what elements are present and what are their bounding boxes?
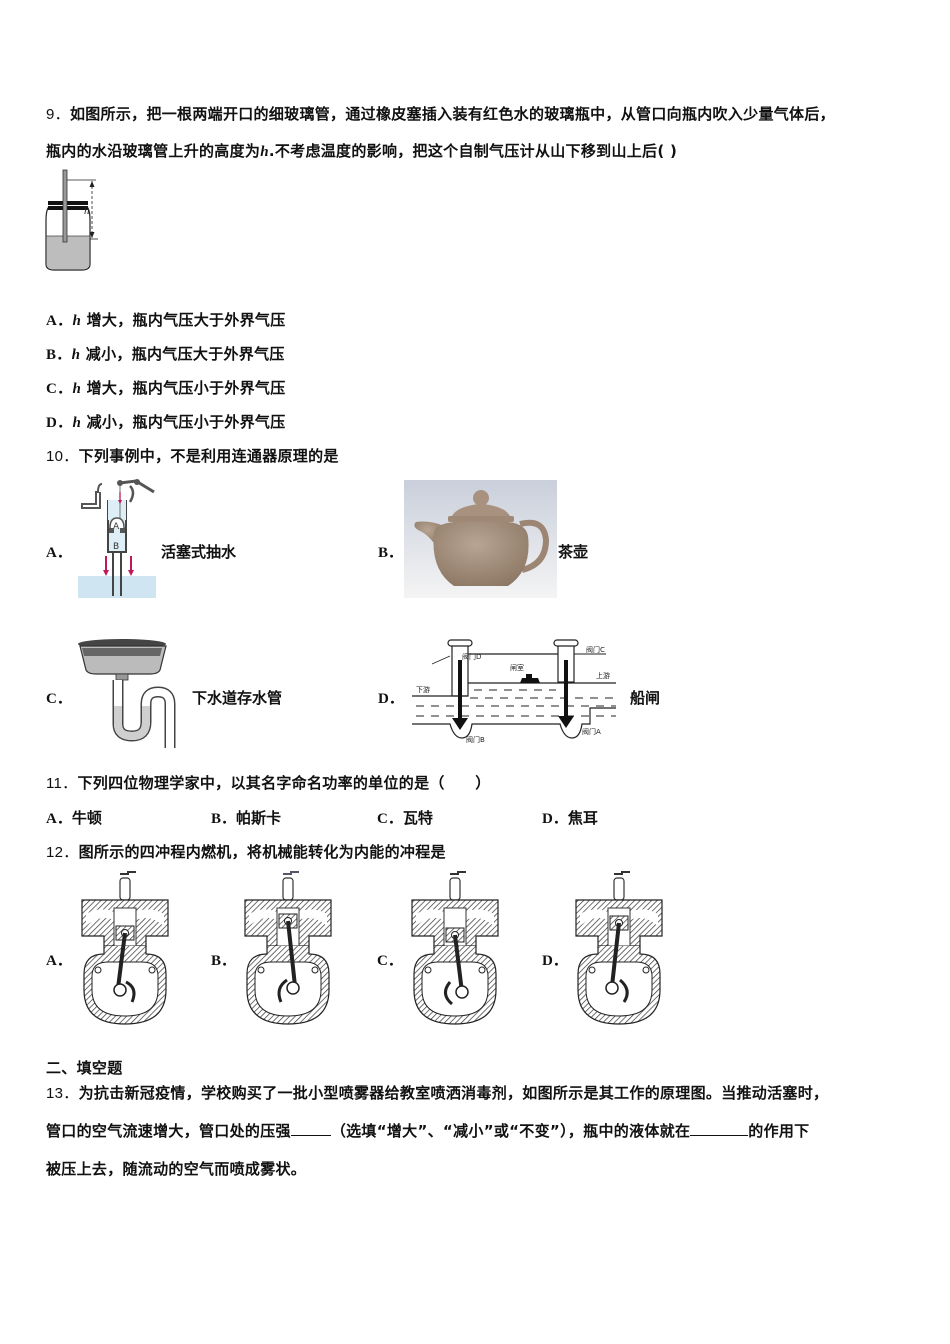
svg-text:B: B: [113, 542, 119, 552]
q10-piston-pump-figure: A B: [74, 478, 158, 600]
svg-text:A: A: [113, 522, 120, 532]
svg-text:下游: 下游: [416, 685, 430, 694]
q10-option-a-caption: 活塞式抽水: [161, 543, 237, 561]
q10-ship-lock-figure: 阀门D 闸室 上游 下游 阀门C 阀门B 阀门A: [410, 634, 620, 746]
q13-blank-2[interactable]: [690, 1121, 749, 1136]
svg-text:上游: 上游: [596, 671, 610, 680]
q9-number: 9．: [46, 106, 70, 123]
q9-option-d[interactable]: D．h 减小，瓶内气压小于外界气压: [46, 413, 286, 431]
q12-engine-a-figure: [80, 870, 172, 1028]
q9-barometer-figure: h: [42, 168, 112, 274]
q12-stem: 12．图所示的四冲程内燃机，将机械能转化为内能的冲程是: [46, 843, 446, 861]
q11-stem: 11．下列四位物理学家中，以其名字命名功率的单位的是（ ）: [46, 774, 491, 792]
q9-stem-line2: 瓶内的水沿玻璃管上升的高度为h.不考虑温度的影响，把这个自制气压计从山下移到山上…: [46, 142, 678, 160]
q13-stem-line2: 管口的空气流速增大，管口处的压强（选填“增大”、“减小”或“不变”），瓶中的液体…: [46, 1121, 810, 1140]
q10-stem: 10．下列事例中，不是利用连通器原理的是: [46, 447, 339, 465]
q10-option-b-letter[interactable]: B．: [378, 545, 404, 561]
q10-option-a-letter[interactable]: A．: [46, 545, 72, 561]
q10-option-d-letter[interactable]: D．: [378, 691, 404, 707]
svg-text:阀门B: 阀门B: [466, 735, 485, 744]
q13-blank-1[interactable]: [290, 1121, 331, 1136]
q13-stem-line3: 被压上去，随流动的空气而喷成雾状。: [46, 1160, 307, 1178]
section-title-fill-in: 二、填空题: [46, 1059, 123, 1077]
q12-engine-b-figure: [243, 870, 335, 1028]
svg-text:闸室: 闸室: [510, 663, 524, 672]
q9-stem-line1: 9．如图所示，把一根两端开口的细玻璃管，通过橡皮塞插入装有红色水的玻璃瓶中，从管…: [46, 105, 835, 123]
q11-option-c[interactable]: C．瓦特: [377, 809, 433, 827]
q9-option-b[interactable]: B．h 减小，瓶内气压大于外界气压: [46, 345, 285, 363]
svg-text:阀门A: 阀门A: [582, 727, 601, 736]
q12-option-b-letter[interactable]: B．: [211, 953, 237, 969]
q10-option-c-letter[interactable]: C．: [46, 691, 72, 707]
q10-option-b-caption: 茶壶: [558, 543, 589, 561]
svg-text:阀门C: 阀门C: [586, 645, 605, 654]
q12-engine-d-figure: [574, 870, 666, 1028]
q11-option-d[interactable]: D．焦耳: [542, 809, 598, 827]
svg-text:h: h: [84, 205, 90, 217]
q11-option-a[interactable]: A．牛顿: [46, 809, 102, 827]
q12-engine-c-figure: [410, 870, 502, 1028]
q11-option-b[interactable]: B．帕斯卡: [211, 809, 282, 827]
q10-teapot-figure: [404, 480, 557, 598]
q10-option-c-caption: 下水道存水管: [192, 689, 283, 707]
q10-option-d-caption: 船闸: [630, 689, 661, 707]
q9-option-a[interactable]: A．h 增大，瓶内气压大于外界气压: [46, 311, 286, 329]
q12-option-a-letter[interactable]: A．: [46, 953, 72, 969]
q12-option-d-letter[interactable]: D．: [542, 953, 568, 969]
q12-option-c-letter[interactable]: C．: [377, 953, 403, 969]
svg-text:阀门D: 阀门D: [462, 652, 481, 661]
q9-option-c[interactable]: C．h 增大，瓶内气压小于外界气压: [46, 379, 286, 397]
q10-drain-trap-figure: [76, 636, 194, 750]
q13-stem-line1: 13．为抗击新冠疫情，学校购买了一批小型喷雾器给教室喷洒消毒剂，如图所示是其工作…: [46, 1084, 829, 1102]
